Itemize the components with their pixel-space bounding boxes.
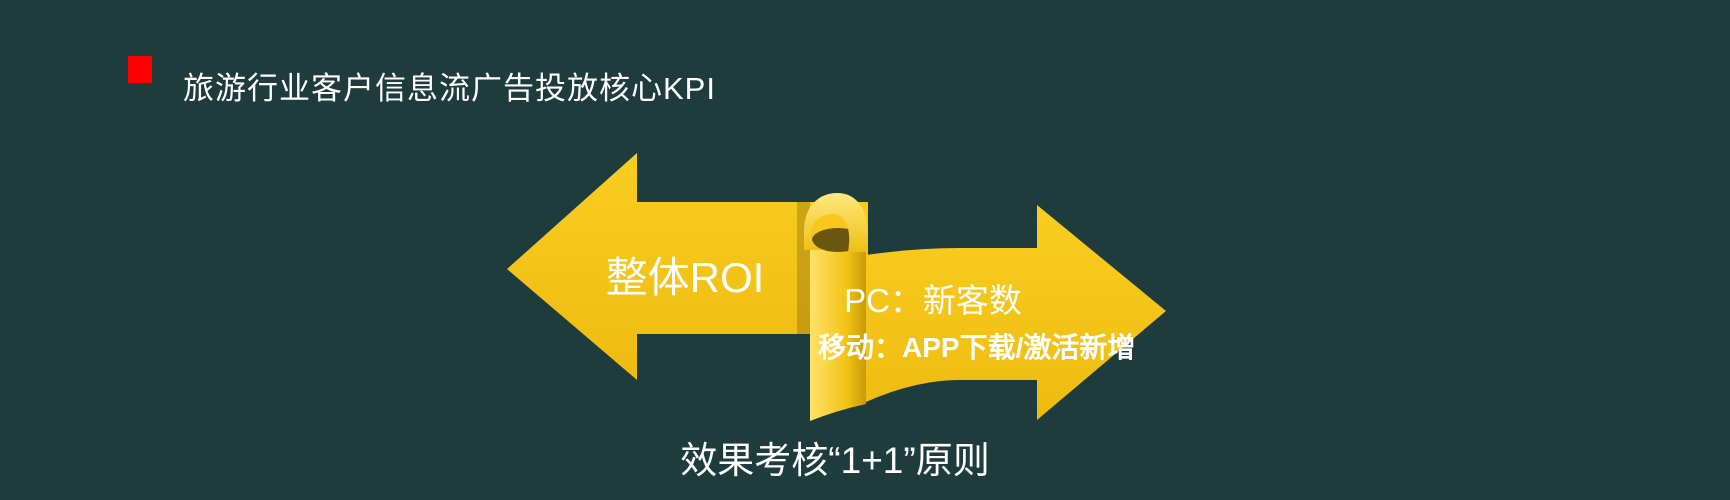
- left-arrow-shape: [507, 153, 868, 380]
- slide-title: 旅游行业客户信息流广告投放核心KPI: [183, 70, 716, 106]
- left-arrow-label: 整体ROI: [605, 254, 765, 301]
- right-arrow-label-pc: PC：新客数: [844, 282, 1022, 319]
- ribbon-fold-band: [810, 246, 866, 421]
- caption-text: 效果考核“1+1”原则: [680, 440, 990, 481]
- double-arrow-graphic: [507, 153, 1166, 421]
- right-arrow-label-mobile: 移动：APP下载/激活新增: [818, 332, 1136, 363]
- right-arrow-shape: [866, 205, 1166, 420]
- title-bullet-square: [128, 56, 152, 83]
- ribbon-curl: [804, 193, 868, 252]
